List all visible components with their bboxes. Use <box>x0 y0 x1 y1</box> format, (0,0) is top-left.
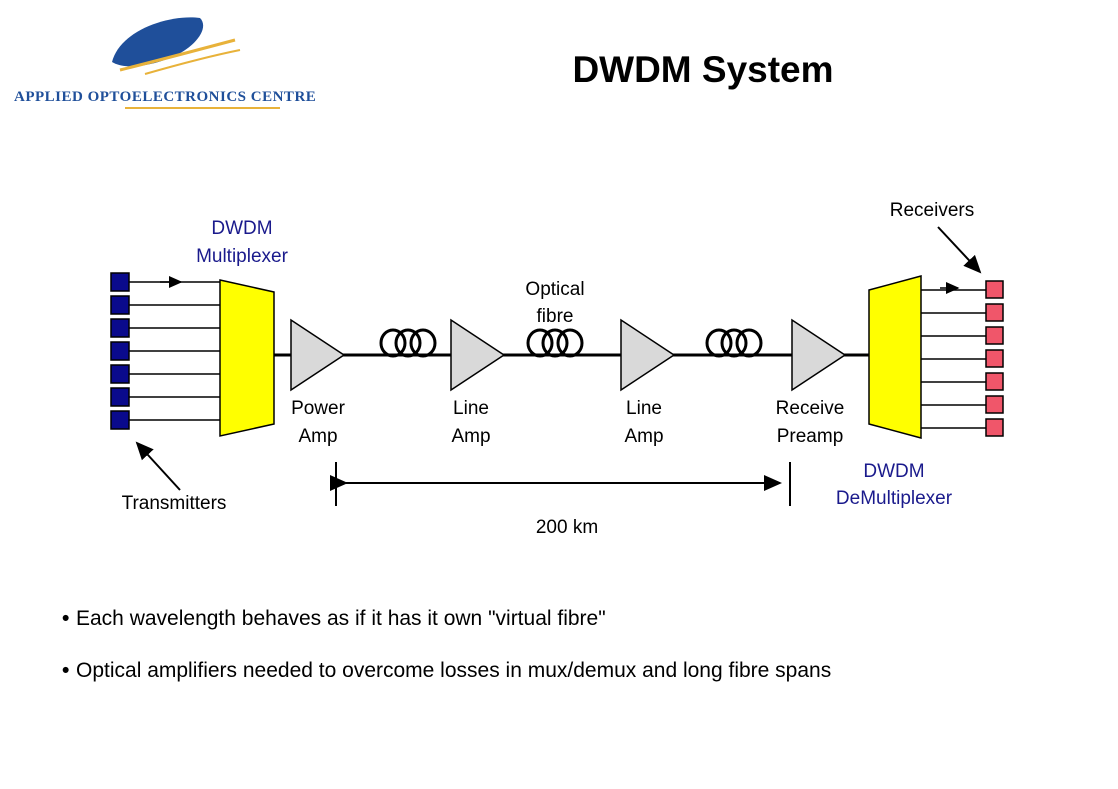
line-amp-2-label-line1: Line <box>626 398 662 419</box>
mux-label-line1: DWDM <box>211 218 272 239</box>
receiver-lines <box>921 289 986 429</box>
mux-label-line2: Multiplexer <box>196 246 289 267</box>
power-amp-label-line2: Amp <box>298 426 337 447</box>
receive-preamp-label-line1: Receive <box>776 398 845 419</box>
transmitters-pointer-arrow <box>135 441 181 491</box>
receiver-4 <box>985 349 1004 368</box>
transmitter-1 <box>110 272 130 292</box>
transmitters <box>110 272 130 430</box>
transmitter-3 <box>110 318 130 338</box>
receive-preamp-label-line2: Preamp <box>777 426 844 447</box>
power-amp-label-line1: Power <box>291 398 346 419</box>
receivers <box>985 280 1004 437</box>
line-amp-1-label-line2: Amp <box>451 426 490 447</box>
receiver-6 <box>985 395 1004 414</box>
logo: Applied Optoelectronics Centre <box>14 17 316 109</box>
line-amp-2 <box>620 318 676 392</box>
bullet-item: • Optical amplifiers needed to overcome l… <box>62 658 831 684</box>
demux-label-line2: DeMultiplexer <box>836 488 953 509</box>
line-amp-1-label-line1: Line <box>453 398 489 419</box>
fibre-coil-icon <box>705 328 763 358</box>
receivers-label: Receivers <box>890 200 974 221</box>
logo-gold-arc-icon <box>144 49 241 75</box>
receiver-5 <box>985 372 1004 391</box>
fibre-coil-icon <box>379 328 437 358</box>
logo-swoosh-icon <box>112 17 204 67</box>
logo-org-name: Applied Optoelectronics Centre <box>14 89 316 105</box>
bullet-list: • Each wavelength behaves as if it has it… <box>62 606 831 710</box>
transmitter-4 <box>110 341 130 361</box>
transmitter-lines <box>129 281 221 421</box>
bullet-item: • Each wavelength behaves as if it has it… <box>62 606 831 632</box>
transmitter-5 <box>110 364 130 384</box>
receiver-7 <box>985 418 1004 437</box>
demux-label-line1: DWDM <box>863 461 924 482</box>
logo-gold-arc-icon <box>119 38 236 72</box>
bullet-text: Optical amplifiers needed to overcome lo… <box>76 659 832 682</box>
receivers-pointer-arrow <box>937 226 982 274</box>
receiver-1 <box>985 280 1004 299</box>
receiver-2 <box>985 303 1004 322</box>
fibre-label-line2: fibre <box>537 306 574 327</box>
fibre-label-line1: Optical <box>525 279 584 300</box>
dwdm-multiplexer <box>219 279 275 437</box>
receiver-3 <box>985 326 1004 345</box>
line-amp-2-label-line2: Amp <box>624 426 663 447</box>
receive-preamp <box>791 318 847 392</box>
transmitters-label: Transmitters <box>122 493 227 514</box>
power-amp <box>290 318 346 392</box>
bullet-dot-icon: • <box>62 659 70 682</box>
dwdm-diagram: Applied Optoelectronics Centre DWDM Syst… <box>14 17 1004 538</box>
line-amp-1 <box>450 318 506 392</box>
dwdm-demultiplexer <box>868 275 922 439</box>
transmitter-6 <box>110 387 130 407</box>
distance-label: 200 km <box>536 517 598 538</box>
transmitter-7 <box>110 410 130 430</box>
fibre-coil-icon <box>526 328 584 358</box>
page-title: DWDM System <box>572 49 833 90</box>
bullet-text: Each wavelength behaves as if it has it … <box>76 607 606 630</box>
bullet-dot-icon: • <box>62 607 70 630</box>
transmitter-2 <box>110 295 130 315</box>
